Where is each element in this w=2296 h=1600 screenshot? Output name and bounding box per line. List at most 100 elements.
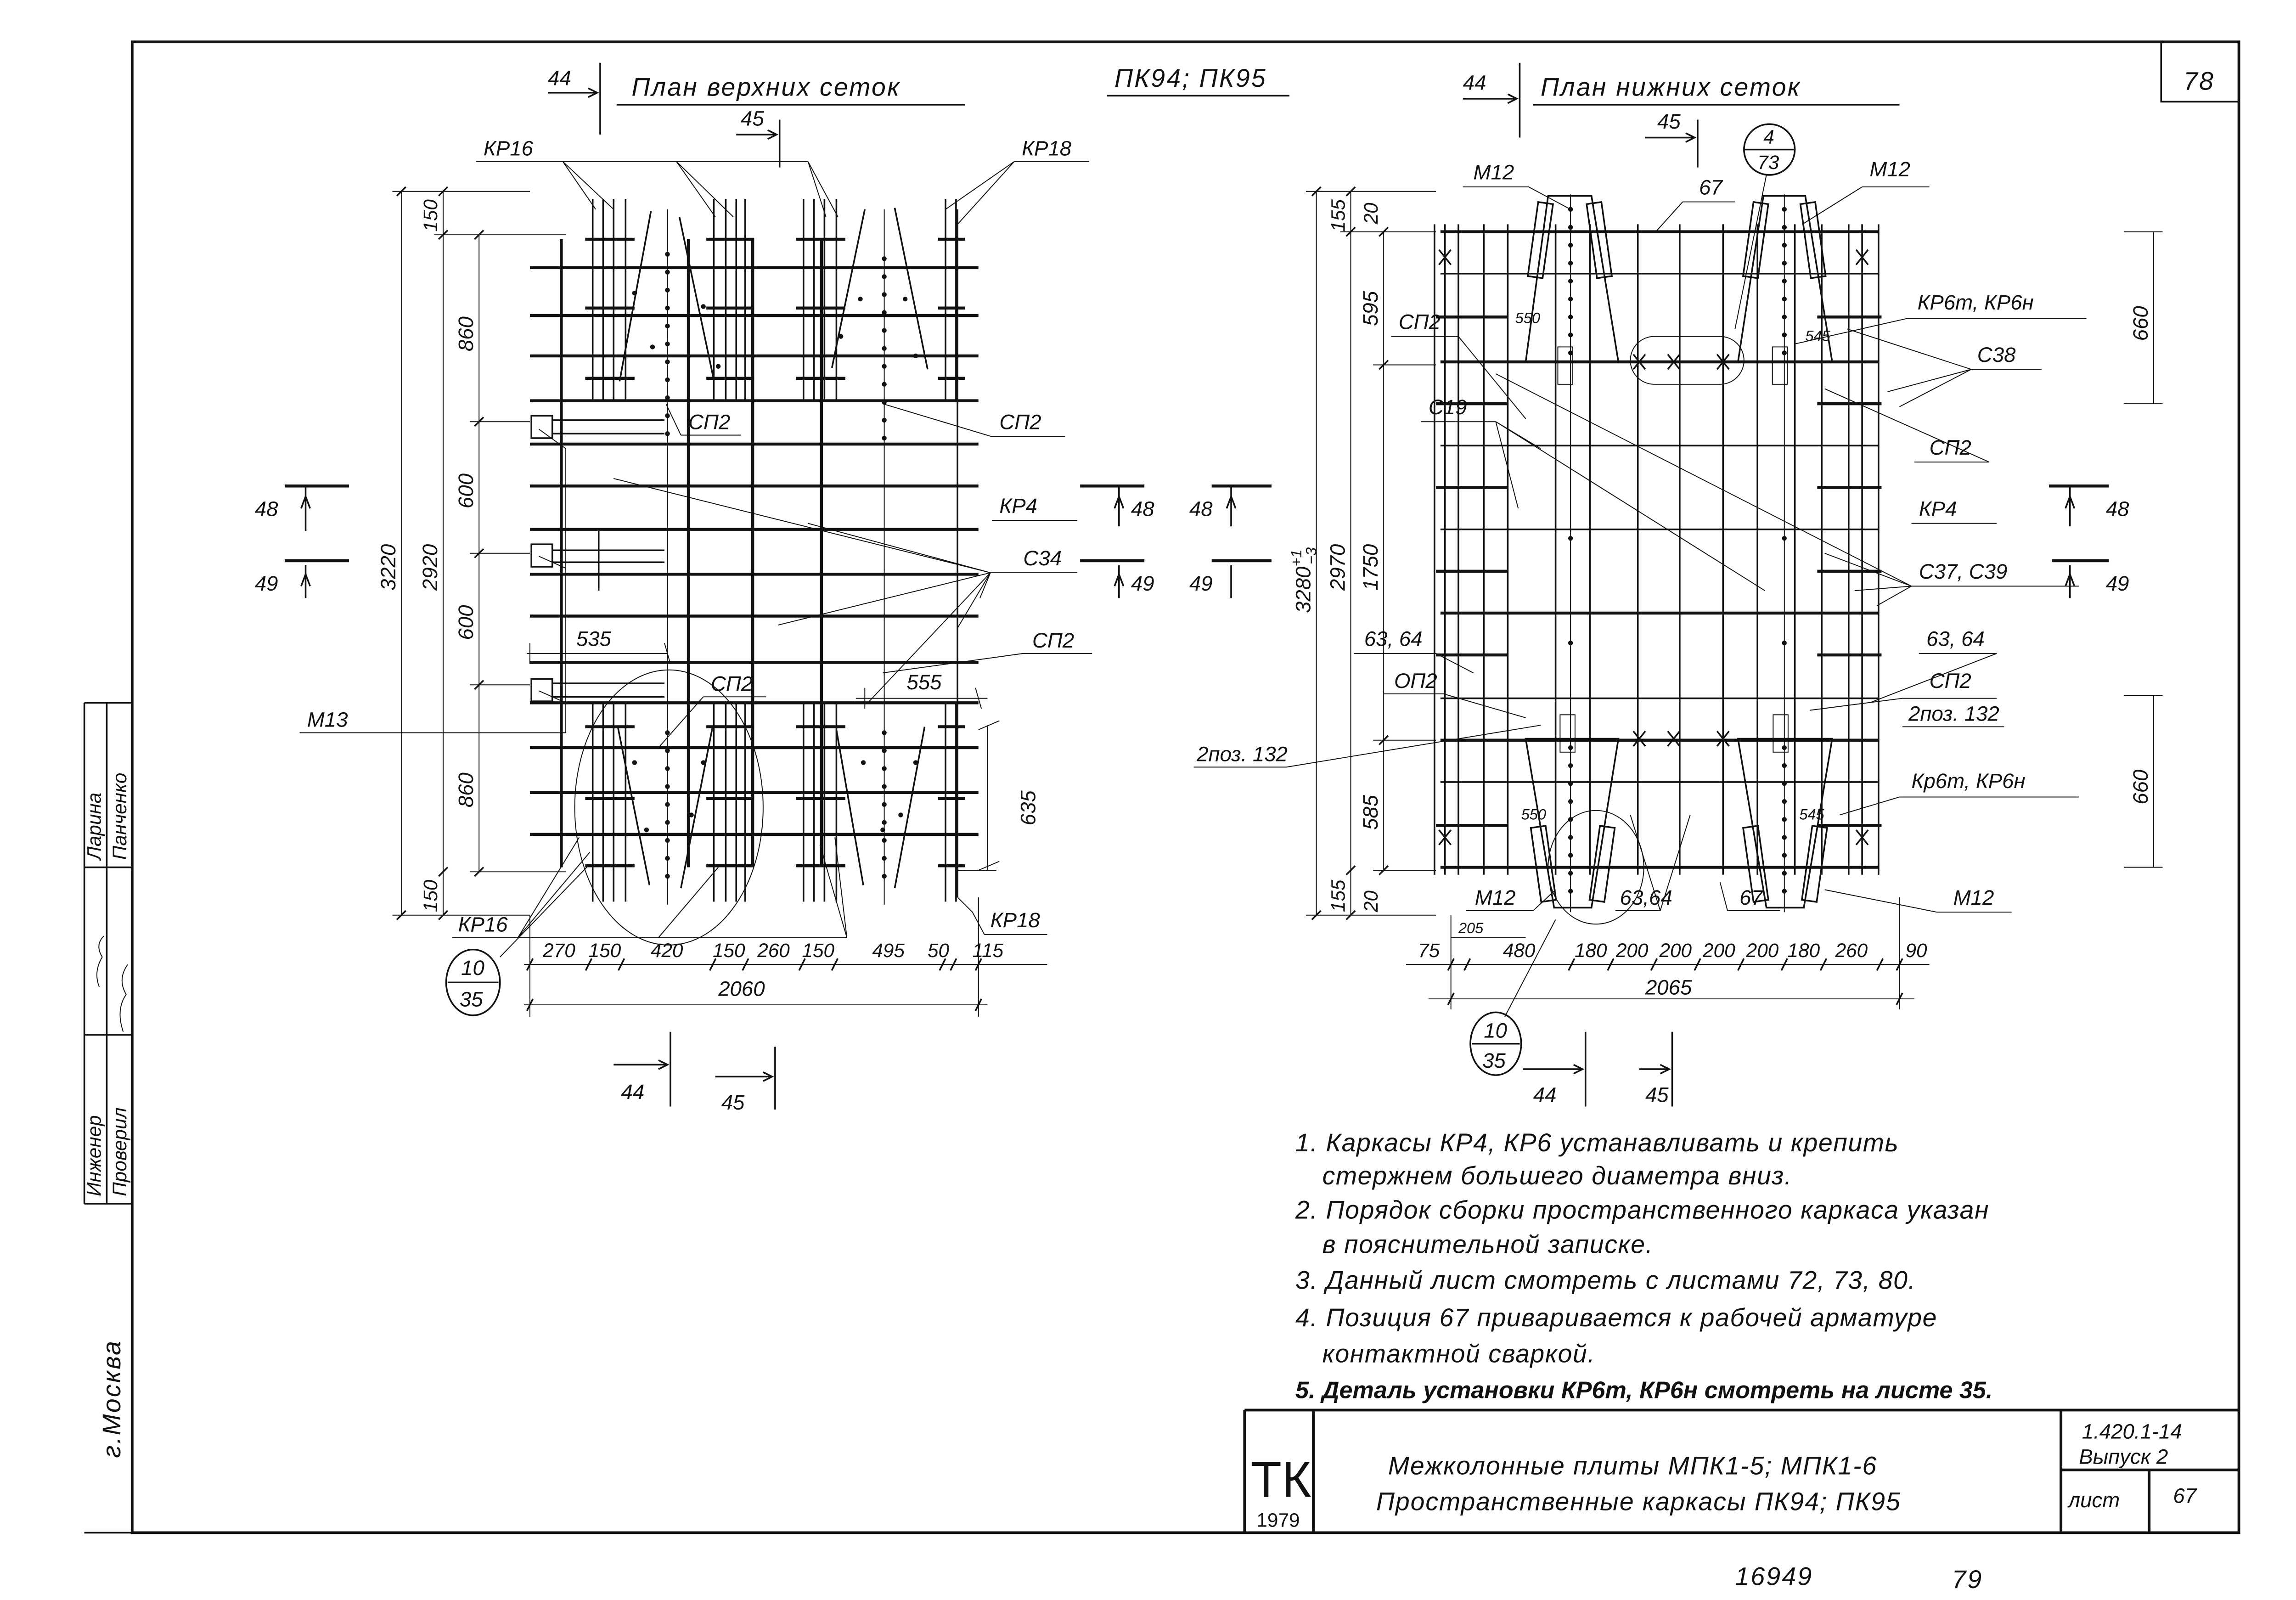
- weld-dot: [1782, 763, 1787, 768]
- weld-dot: [882, 364, 887, 369]
- dim-585: 585: [1359, 794, 1382, 830]
- general-notes: 1. Каркасы КР4, КР6 устанавливать и креп…: [1295, 1128, 1992, 1403]
- section-45-bottom: 45: [1645, 1083, 1669, 1107]
- weld-dot: [858, 297, 863, 302]
- label-67-bottom: 67: [1739, 886, 1763, 909]
- section-45-bottom: 45: [721, 1091, 745, 1114]
- dim-tick: [1463, 958, 1471, 971]
- section-49-right: 49: [2106, 572, 2129, 595]
- weld-dot: [882, 382, 887, 387]
- weld-dot: [665, 305, 670, 310]
- dim-660-bottom: 660: [2129, 770, 2152, 805]
- dim-555: 555: [906, 670, 942, 694]
- weld-dot: [665, 431, 670, 436]
- label-sp2-4: СП2: [688, 410, 730, 434]
- weld-dot: [632, 290, 637, 296]
- dim-chain-value: 200: [1659, 940, 1692, 961]
- label-kr6-top: КР6т, КР6н: [1918, 291, 2034, 314]
- weld-dot: [1782, 817, 1787, 822]
- detail-ref-top: 10: [461, 956, 484, 980]
- dim-tick: [1447, 992, 1455, 1005]
- lower-mesh-grid: [1434, 194, 1882, 913]
- label-kp4-right: КР4: [1919, 497, 1957, 520]
- weld-dot: [1782, 350, 1787, 355]
- weld-dot: [701, 760, 706, 765]
- inclined-bar: [831, 209, 866, 368]
- weld-dot: [882, 784, 887, 789]
- dim-tick: [1876, 958, 1884, 971]
- weld-cross: [1632, 731, 1646, 747]
- label-sp2-top-left: СП2: [1399, 310, 1441, 333]
- upper-mesh-grid: [529, 199, 979, 905]
- weld-dot: [665, 341, 670, 347]
- weld-dot: [838, 334, 844, 339]
- dim-1750: 1750: [1359, 544, 1382, 591]
- weld-cross: [1716, 354, 1730, 370]
- dim-155-top: 155: [1327, 199, 1349, 232]
- weld-dot: [1782, 871, 1787, 876]
- label-m12-top-right: М12: [1869, 158, 1910, 181]
- dim-635: 635: [1016, 790, 1040, 826]
- embedded-plate-m12: [1799, 201, 1827, 279]
- weld-dot: [882, 256, 887, 261]
- inclined-bar: [894, 727, 926, 889]
- series-code: 1.420.1-14: [2082, 1420, 2182, 1443]
- weld-dot: [1782, 535, 1787, 541]
- dim-205: 205: [1458, 920, 1484, 936]
- weld-dot: [1782, 242, 1787, 248]
- weld-dot: [1782, 207, 1787, 212]
- weld-dot: [644, 827, 649, 833]
- inclined-bar: [835, 729, 864, 885]
- stamp-role-1: Инженер: [83, 1115, 105, 1196]
- anchor-loop: [1773, 714, 1789, 753]
- detail-ref-10-35-left: [445, 948, 501, 1016]
- kr6-frame-top: [1737, 195, 1834, 363]
- dim-tick: [974, 958, 982, 971]
- weld-dot: [882, 802, 887, 807]
- weld-dot: [1568, 781, 1573, 786]
- dim-550-top: 550: [1515, 310, 1540, 326]
- dim-tick: [939, 958, 946, 971]
- dim-chain-value: 90: [1906, 940, 1928, 961]
- dim-chain-value: 150: [802, 940, 834, 961]
- weld-dot: [1568, 332, 1573, 338]
- weld-dot: [1782, 745, 1787, 750]
- weld-dot: [665, 395, 670, 400]
- dim-tick: [831, 958, 838, 971]
- section-49-left: 49: [255, 572, 278, 595]
- dim-600-1: 600: [454, 473, 478, 508]
- dim-tick: [1896, 992, 1903, 1005]
- weld-dot: [665, 323, 670, 329]
- weld-dot: [1782, 640, 1787, 646]
- label-sp2-right-1: СП2: [1930, 436, 1971, 459]
- weld-dot: [650, 344, 655, 349]
- weld-dot: [701, 304, 706, 309]
- dim-tick: [1737, 958, 1745, 971]
- weld-dot: [1568, 889, 1573, 894]
- dim-860-top: 860: [454, 316, 478, 351]
- label-sp2-1: СП2: [999, 410, 1041, 434]
- side-stamp: Ларина Панченко Инженер Проверил г.Москв…: [83, 702, 132, 1458]
- label-kp18-bottom: КР18: [990, 908, 1041, 932]
- dim-545-top: 545: [1805, 327, 1830, 344]
- dim-595: 595: [1359, 291, 1382, 326]
- weld-dot: [1782, 278, 1787, 284]
- note-3: 3. Данный лист смотреть с листами 72, 73…: [1295, 1266, 1916, 1295]
- label-c37-c39: С37, С39: [1919, 560, 2008, 583]
- weld-dot: [1782, 260, 1787, 266]
- detail-ref-bottom: 35: [460, 987, 483, 1011]
- embedded-plate-m12: [1742, 201, 1769, 279]
- weld-dot: [665, 766, 670, 771]
- dim-545-bottom: 545: [1799, 806, 1824, 823]
- note-2-cont: в пояснительной записке.: [1322, 1230, 1654, 1259]
- weld-dot: [665, 270, 670, 275]
- note-1: 1. Каркасы КР4, КР6 устанавливать и креп…: [1295, 1128, 1899, 1157]
- weld-dot: [882, 730, 887, 735]
- weld-dot: [1568, 871, 1573, 876]
- upper-mesh-plan: 44 План верхних сеток ПК94; ПК95 45 КР16…: [255, 62, 1290, 1114]
- note-4: 4. Позиция 67 приваривается к рабочей ар…: [1295, 1303, 1937, 1332]
- section-49-right: 49: [1131, 572, 1154, 595]
- label-63-64-bottom: 63,64: [1620, 886, 1672, 909]
- detail-ref-10-35-right: [1469, 1011, 1522, 1076]
- dim-3220: 3220: [377, 544, 400, 591]
